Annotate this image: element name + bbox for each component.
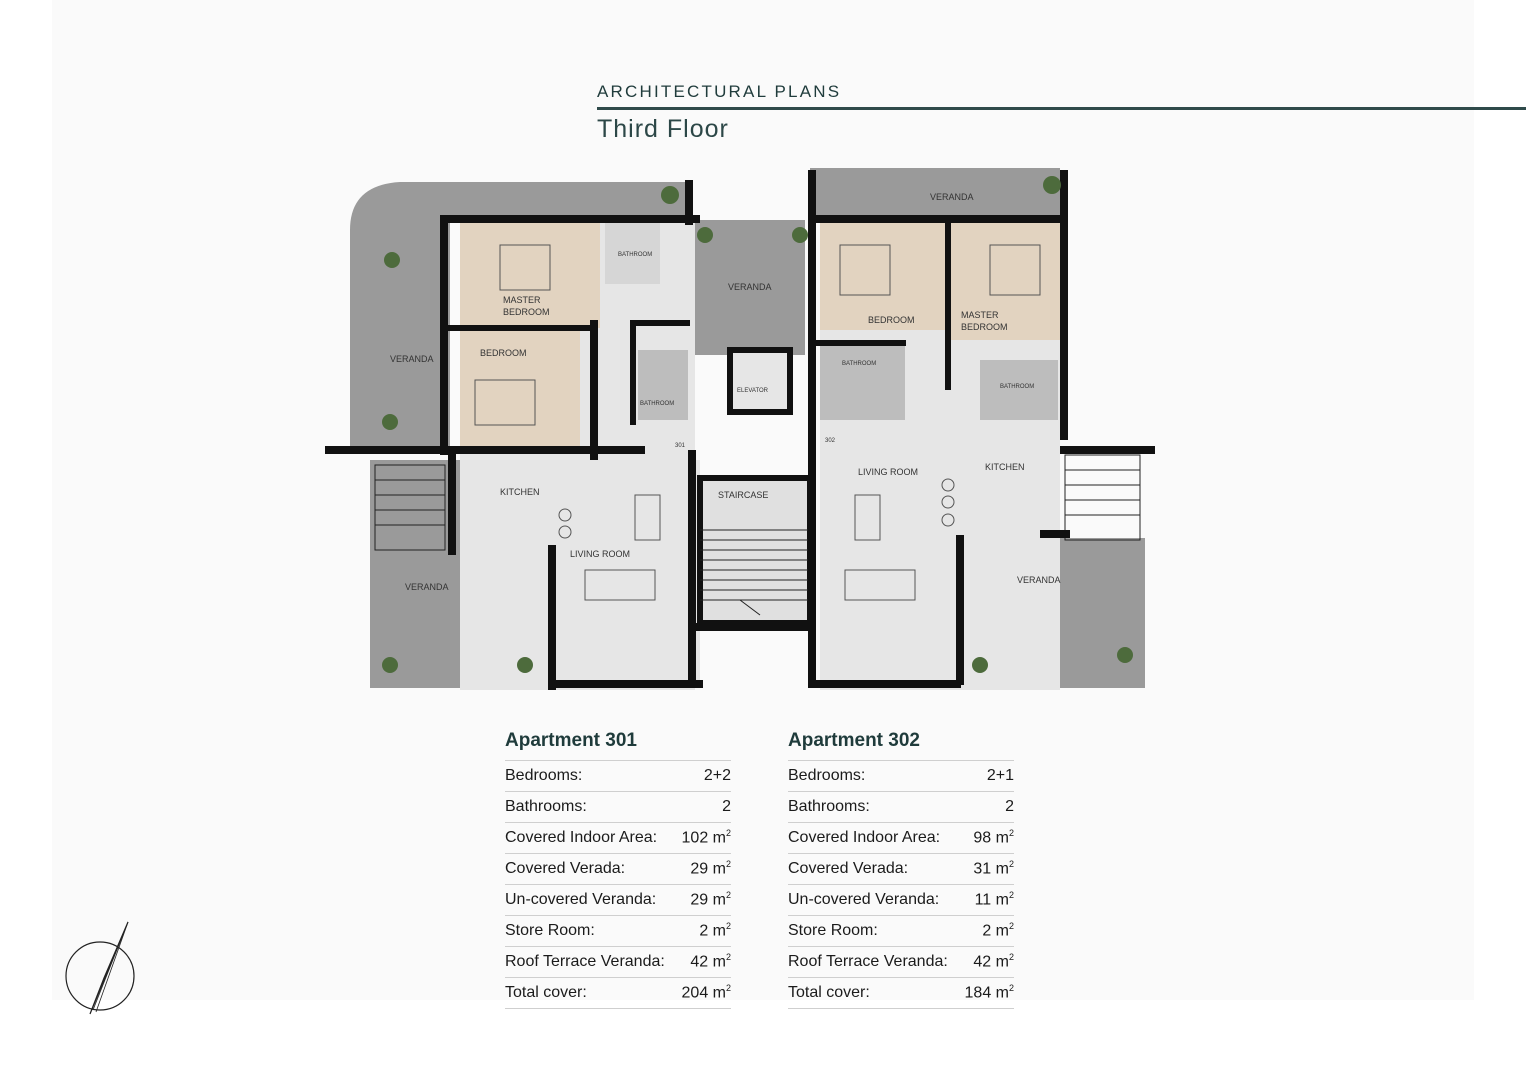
veranda-right-top <box>810 168 1060 220</box>
north-arrow-icon <box>65 921 135 1015</box>
table-row: Covered Indoor Area:98 m2 <box>788 822 1014 853</box>
table-row: Covered Indoor Area:102 m2 <box>505 822 731 853</box>
label-door-301: 301 <box>675 443 686 449</box>
table-row: Un-covered Veranda:29 m2 <box>505 884 731 915</box>
apartment-301-table: Apartment 301 Bedrooms:2+2 Bathrooms:2 C… <box>505 728 731 1009</box>
bed-icon <box>499 244 551 291</box>
label-kitchen-301: KITCHEN <box>500 487 540 497</box>
label-elevator: ELEVATOR <box>737 388 769 394</box>
table-row: Covered Verada:29 m2 <box>505 853 731 884</box>
bathroom-302 <box>820 345 905 420</box>
label-master-302-2: BEDROOM <box>961 322 1008 332</box>
label-door-302: 302 <box>825 438 836 444</box>
table-row: Bathrooms:2 <box>505 791 731 822</box>
table-row: Covered Verada:31 m2 <box>788 853 1014 884</box>
apartment-title: Apartment 301 <box>505 730 637 751</box>
bathroom-301b <box>638 350 688 420</box>
page-title: Third Floor <box>597 115 729 143</box>
apartment-302-table: Apartment 302 Bedrooms:2+1 Bathrooms:2 C… <box>788 728 1014 1009</box>
label-kitchen-302: KITCHEN <box>985 462 1025 472</box>
sofa-icon <box>584 569 656 601</box>
stair-left <box>374 464 446 551</box>
elevator <box>727 347 793 415</box>
stair-right <box>1064 454 1141 541</box>
floor-plan: VERANDA VERANDA VERANDA VERANDA VERANDA … <box>325 168 1155 690</box>
label-staircase: STAIRCASE <box>718 490 768 500</box>
veranda-mid <box>695 220 805 355</box>
bathroom-302b <box>980 360 1058 420</box>
veranda-left-strip <box>370 240 450 450</box>
label-bedroom-301: BEDROOM <box>480 348 527 358</box>
label-master-301-2: BEDROOM <box>503 307 550 317</box>
table-row: Roof Terrace Veranda:42 m2 <box>788 946 1014 977</box>
apartment-title: Apartment 302 <box>788 730 920 751</box>
label-veranda-left: VERANDA <box>390 354 434 364</box>
master-bedroom-301 <box>460 220 600 328</box>
bathroom-301 <box>605 222 660 284</box>
table-row: Bathrooms:2 <box>788 791 1014 822</box>
table-row: Total cover:204 m2 <box>505 977 731 1009</box>
label-veranda-mid: VERANDA <box>728 282 772 292</box>
bedroom-302 <box>820 220 945 330</box>
bedroom-301 <box>460 330 580 448</box>
table-row: Bedrooms:2+1 <box>788 760 1014 791</box>
table-row: Store Room:2 m2 <box>505 915 731 946</box>
plant-icon <box>661 186 679 204</box>
dining-table-icon <box>634 494 661 541</box>
table-row: Bedrooms:2+2 <box>505 760 731 791</box>
table-row: Store Room:2 m2 <box>788 915 1014 946</box>
section-divider <box>597 107 1526 110</box>
label-bathroom-301b: BATHROOM <box>640 401 674 407</box>
section-label: ARCHITECTURAL PLANS <box>597 82 842 101</box>
label-living-301: LIVING ROOM <box>570 549 630 559</box>
label-master-302-1: MASTER <box>961 310 999 320</box>
label-veranda-right-bottom: VERANDA <box>1017 575 1061 585</box>
label-bathroom-301: BATHROOM <box>618 252 652 258</box>
label-veranda-left-bottom: VERANDA <box>405 582 449 592</box>
master-bedroom-302 <box>948 220 1060 340</box>
label-bedroom-302: BEDROOM <box>868 315 915 325</box>
table-row: Roof Terrace Veranda:42 m2 <box>505 946 731 977</box>
label-veranda-right-top: VERANDA <box>930 192 974 202</box>
label-bathroom-302: BATHROOM <box>842 361 876 367</box>
label-master-301-1: MASTER <box>503 295 541 305</box>
veranda-left-top <box>350 182 690 450</box>
table-row: Un-covered Veranda:11 m2 <box>788 884 1014 915</box>
label-bathroom-302b: BATHROOM <box>1000 384 1034 390</box>
label-living-302: LIVING ROOM <box>858 467 918 477</box>
floor-301-living <box>550 460 700 688</box>
table-row: Total cover:184 m2 <box>788 977 1014 1009</box>
